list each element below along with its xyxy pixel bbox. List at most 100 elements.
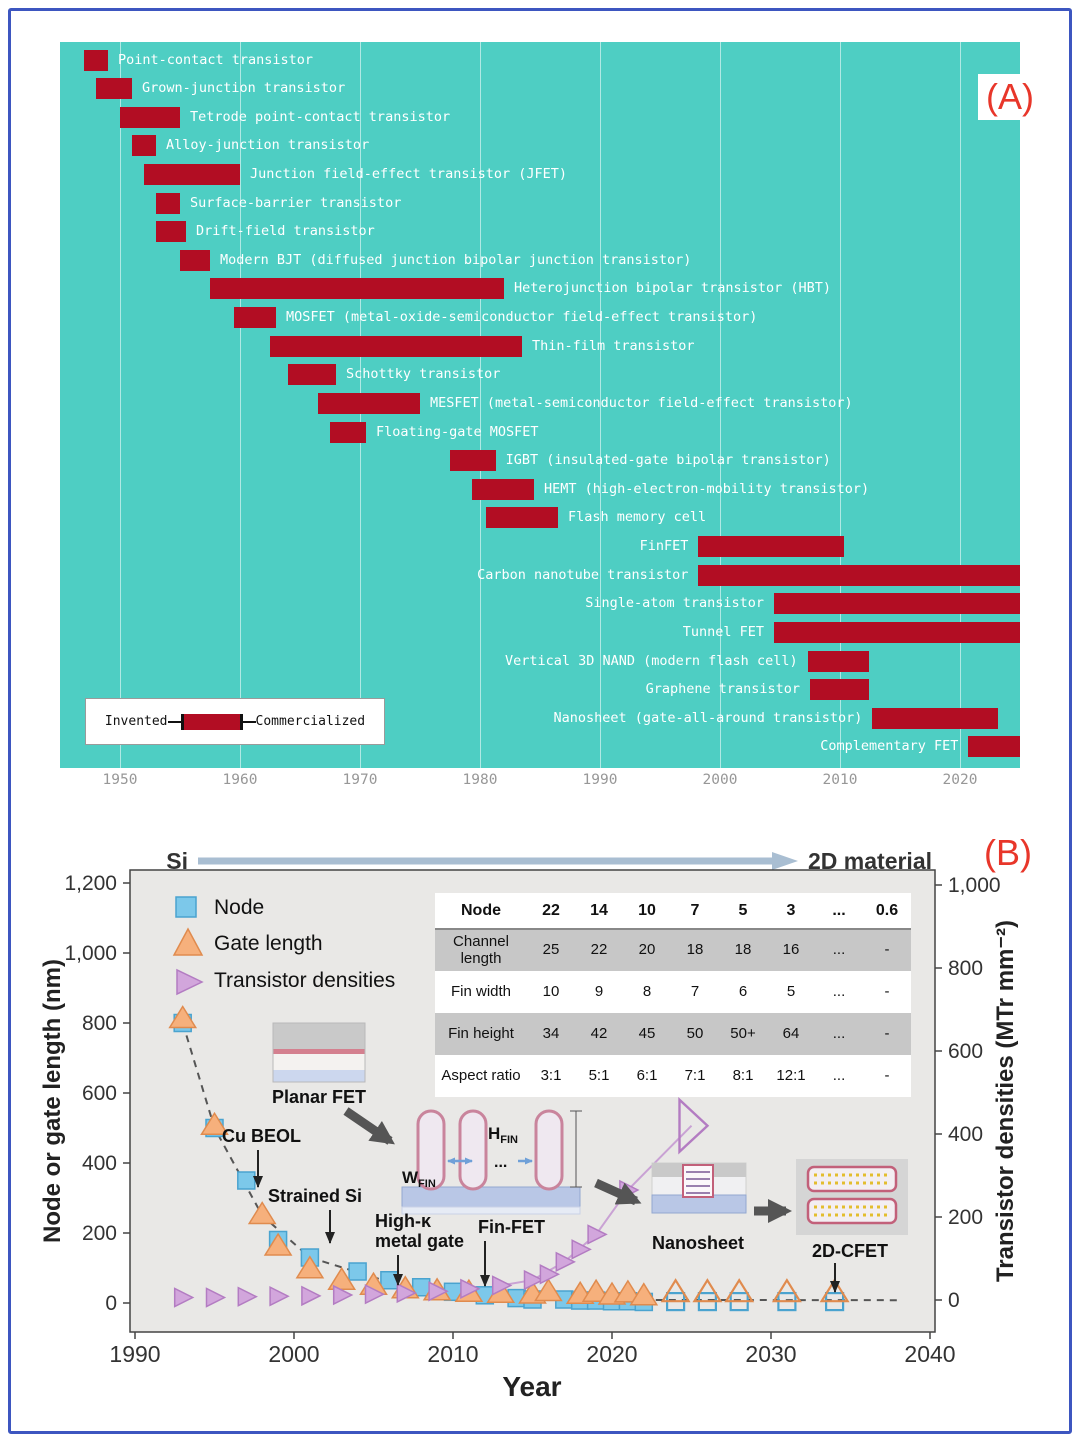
density-marker	[555, 1251, 576, 1273]
table-row-name: Fin width	[435, 971, 527, 1013]
legend-node-marker	[175, 896, 197, 918]
table-cell: ...	[815, 929, 863, 971]
gantt-bar	[132, 135, 156, 157]
gantt-bar	[774, 593, 1020, 615]
decade-gridline	[600, 42, 601, 768]
table-cell: 7:1	[671, 1055, 719, 1097]
table-cell: ...	[815, 971, 863, 1013]
table-cell: 9	[575, 971, 623, 1013]
table-cell: 12:1	[767, 1055, 815, 1097]
gantt-bar	[330, 421, 366, 443]
right-tick-label: 800	[948, 957, 983, 980]
table-cell: 8:1	[719, 1055, 767, 1097]
fin-dots-label: ...	[494, 1154, 507, 1171]
gate-length-marker	[692, 1278, 723, 1303]
gantt-bar	[156, 192, 180, 214]
left-tick-label: 1,200	[64, 872, 117, 895]
strained-si-label: Strained Si	[268, 1186, 362, 1206]
table-cell: 25	[527, 929, 575, 971]
gantt-row-label: IGBT (insulated-gate bipolar transistor)	[505, 452, 831, 469]
x-axis-tick-label: 1950	[102, 772, 138, 788]
gantt-row-label: Grown-junction transistor	[142, 80, 346, 97]
table-row-name: Fin height	[435, 1013, 527, 1055]
legend-invented-label: Invented	[104, 714, 168, 729]
high-k-label: High-κ	[375, 1211, 432, 1231]
left-tick-label: 800	[82, 1012, 117, 1035]
table-header-value: ...	[815, 893, 863, 930]
w-fin-label: WFIN	[402, 1168, 436, 1190]
legend-node-label: Node	[214, 896, 264, 919]
gantt-bar	[318, 392, 420, 414]
gate-length-marker	[295, 1255, 325, 1279]
gantt-bar	[774, 621, 1020, 643]
decade-gridline	[720, 42, 721, 768]
legend-density-marker	[176, 968, 204, 996]
density-marker	[678, 1096, 710, 1155]
decade-gridline	[960, 42, 961, 768]
right-tick-label: 600	[948, 1040, 983, 1063]
gantt-row-label: Point-contact transistor	[118, 51, 314, 68]
left-axis-title: Node or gate length (nm)	[39, 959, 66, 1243]
table-cell: -	[863, 929, 911, 971]
fin-fet-label: Fin-FET	[478, 1217, 545, 1237]
density-marker	[332, 1284, 354, 1306]
x-tick-label: 2020	[586, 1341, 637, 1367]
x-axis-tick-label: 2020	[942, 772, 978, 788]
gate-length-marker	[613, 1279, 643, 1303]
table-cell: 18	[719, 929, 767, 971]
gantt-row-label: Tetrode point-contact transistor	[190, 108, 451, 125]
gate-length-marker	[629, 1282, 659, 1306]
legend-gate-marker	[172, 927, 204, 956]
gantt-bar	[872, 707, 999, 729]
left-tick-label: 1,000	[64, 942, 117, 965]
gantt-bar	[968, 736, 1020, 758]
table-cell: ...	[815, 1013, 863, 1055]
x-tick-label: 2010	[427, 1341, 478, 1367]
density-marker	[539, 1264, 561, 1285]
gantt-bar	[210, 278, 504, 300]
gantt-row-label: Modern BJT (diffused junction bipolar ju…	[220, 251, 692, 268]
legend-density-label: Transistor densities	[214, 969, 395, 992]
density-marker	[205, 1287, 227, 1308]
table-header-value: 5	[719, 893, 767, 930]
gate-length-marker	[200, 1111, 229, 1135]
legend-gate-label: Gate length	[214, 932, 323, 955]
gantt-row-label: MESFET (metal-semiconductor field-effect…	[430, 394, 853, 411]
decade-gridline	[120, 42, 121, 768]
cfet-label: 2D-CFET	[812, 1241, 888, 1261]
gantt-row-label: FinFET	[639, 538, 689, 555]
right-tick-label: 1,000	[948, 874, 1001, 897]
gantt-bar	[807, 650, 869, 672]
gantt-legend: Invented Commercialized	[85, 698, 385, 745]
gate-length-marker	[724, 1278, 755, 1303]
density-marker	[460, 1278, 481, 1300]
right-tick-label: 400	[948, 1123, 983, 1146]
panel-a-tag: (A)	[978, 74, 1042, 120]
gantt-row-label: MOSFET (metal-oxide-semiconductor field-…	[286, 309, 758, 326]
gantt-bar	[156, 221, 186, 243]
table-cell: 6	[719, 971, 767, 1013]
node-marker	[348, 1262, 367, 1281]
x-axis-tick-label: 1970	[342, 772, 378, 788]
legend-line-right	[242, 720, 256, 723]
gantt-bar	[471, 478, 534, 500]
gate-length-marker	[660, 1278, 691, 1303]
x-tick-label: 2040	[904, 1341, 955, 1367]
x-axis-tick-label: 2000	[702, 772, 738, 788]
table-cell: 6:1	[623, 1055, 671, 1097]
gantt-bar	[144, 163, 240, 185]
density-marker	[523, 1269, 545, 1291]
cu-beol-label: Cu BEOL	[222, 1126, 301, 1146]
density-marker	[491, 1275, 513, 1296]
gate-length-marker	[819, 1278, 850, 1303]
table-header-value: 22	[527, 893, 575, 930]
left-tick-label: 200	[82, 1222, 117, 1245]
x-tick-label: 2000	[268, 1341, 319, 1367]
x-axis-title: Year	[502, 1371, 561, 1402]
node-marker	[237, 1171, 256, 1190]
legend-bar-swatch	[180, 713, 243, 730]
